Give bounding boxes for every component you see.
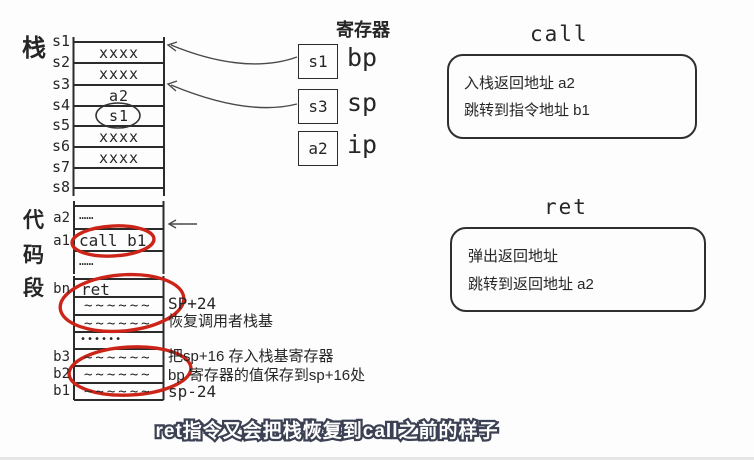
code-addr-label: a2 [53,210,70,226]
stack-title: 栈 [22,35,46,62]
code-row-content: •••••• [80,334,123,345]
register-value-box-sp: s3 [298,89,338,124]
stack-cell: s1 [108,107,130,125]
code-row-content: ~~~~~~ [84,384,153,400]
stack-cell: a2 [108,87,130,105]
video-subtitle: ret指令又会把栈恢复到call之前的样子 [153,419,499,445]
register-name-ip: ip [347,130,378,159]
register-value-box-bp: s1 [298,44,338,79]
ret-box-line: 跳转到返回地址 a2 [468,276,594,293]
code-row-content: ~~~~~~ [84,350,153,366]
sp-to-stack-arrow [166,80,298,109]
stack-cell: xxxx [98,65,140,83]
bp-to-stack-arrow [166,41,298,65]
code-note-restore-caller-base: 恢复调用者栈基 [168,313,274,330]
stack-addr-label: s2 [51,53,70,71]
code-addr-label: a1 [53,233,70,249]
registers-title: 寄存器 [336,20,390,40]
code-addr-label: b1 [53,383,70,399]
bottom-edge [0,457,754,460]
code-row-content-ret: ret [81,280,110,299]
register-value-box-ip: a2 [298,131,338,166]
stack-cell: xxxx [98,149,140,167]
ret-box-line: 弹出返回地址 [468,248,559,265]
code-note-sp-plus-24: SP+24 [168,294,217,313]
stack-cell: xxxx [98,128,140,146]
call-box-line: 入栈返回地址 a2 [464,75,575,92]
code-segment-title-char: 码 [23,244,44,267]
ip-to-code-arrow [167,219,197,229]
call-box: 入栈返回地址 a2 跳转到指令地址 b1 [447,54,697,139]
code-segment-title-char: 段 [23,277,44,300]
code-row-content: ~~~~~~ [84,298,153,314]
ret-box: 弹出返回地址 跳转到返回地址 a2 [450,227,706,312]
code-note-save-bp-to-sp16: bp 寄存器的值保存到sp+16处 [168,367,366,384]
stack-addr-label: s8 [51,178,70,196]
code-row-content: …… [79,208,94,222]
stack-addr-label: s5 [51,116,70,134]
code-addr-label: b3 [53,349,70,365]
stack-addr-label: s3 [51,75,70,93]
code-row-content: …… [79,254,94,268]
stack-cell: xxxx [98,44,140,62]
code-row-content-call-b1: call b1 [79,231,147,250]
call-box-line: 跳转到指令地址 b1 [464,102,590,119]
call-box-title: call [530,22,589,46]
code-addr-label: bn [53,281,70,297]
stack-addr-label: s6 [51,137,70,155]
stack-addr-label: s4 [51,96,70,114]
code-row-content: ~~~~~~ [84,367,153,383]
code-segment-title-char: 代 [23,209,44,232]
code-note-store-sp16-to-bp: 把sp+16 存入栈基寄存器 [168,348,334,365]
code-note-sp-minus-24: sp-24 [168,382,217,401]
code-addr-label: b2 [53,366,70,382]
stack-addr-label: s7 [51,158,70,176]
stack-addr-label: s1 [51,32,70,50]
register-name-sp: sp [347,88,378,117]
code-row-content: ~~~~~~ [84,316,153,332]
ret-box-title: ret [544,195,588,219]
register-name-bp: bp [347,43,378,72]
